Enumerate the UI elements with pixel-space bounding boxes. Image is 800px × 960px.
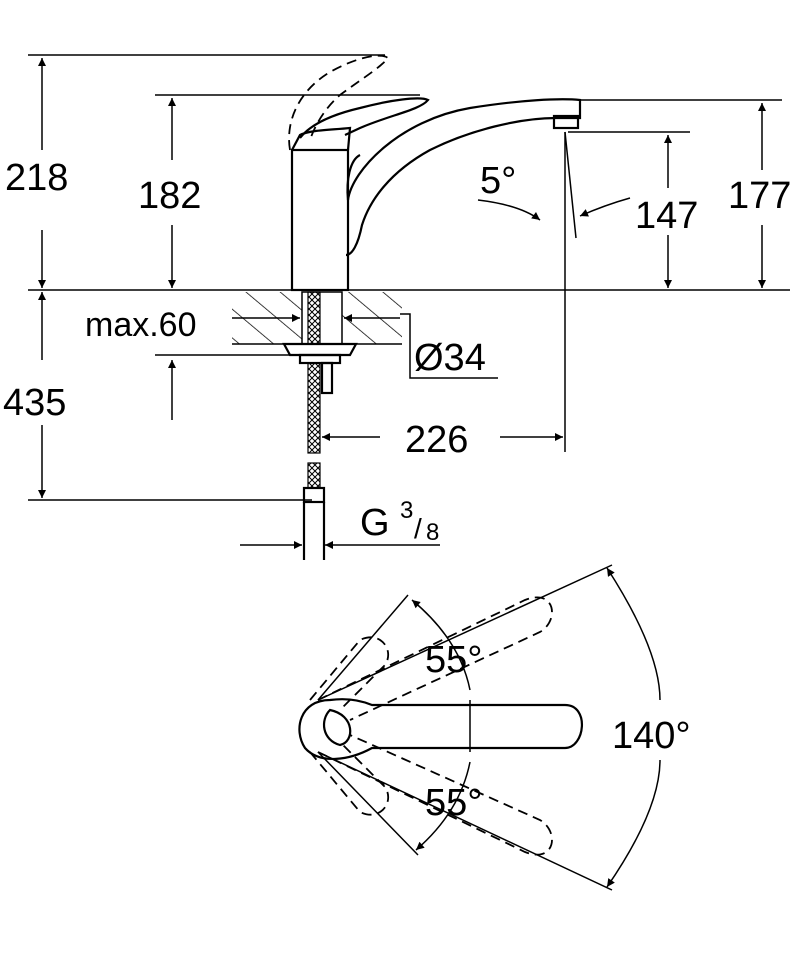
dimension-max60: max.60 [85,306,400,344]
dim-147-label: 147 [635,195,698,237]
dimension-182: 182 [138,98,201,288]
dim-182-label: 182 [138,175,201,217]
angle-total-label: 140° [612,715,691,757]
dim-max60-label: max.60 [85,306,197,344]
dim-226-label: 226 [405,419,468,461]
angle-lower-label: 55° [425,782,482,824]
lever-top-view: 55° 55° 140° [298,564,691,891]
dim-g-num: 3 [400,497,413,524]
dim-218-label: 218 [5,157,68,199]
dim-g-slash: / [414,513,422,544]
dimension-177: 177 [728,103,791,288]
dim-d34-label: Ø34 [414,337,486,379]
dimension-226: 226 [322,419,563,461]
dimension-diameter-34: Ø34 [400,313,498,379]
dim-5deg-label: 5° [480,160,516,202]
dimension-147: 147 [635,135,698,288]
dimension-5-degree: 5° [477,131,631,239]
dim-177-label: 177 [728,175,791,217]
dimension-218: 218 [5,58,68,288]
dim-435-label: 435 [3,382,66,424]
dimension-g38: G 3 / 8 [240,497,440,549]
dim-g-den: 8 [426,519,439,546]
faucet-side-view [282,54,582,560]
angle-upper-label: 55° [425,639,482,681]
dim-g-label: G [360,502,390,544]
extension-lines [28,54,790,501]
dimension-435: 435 [3,292,176,498]
